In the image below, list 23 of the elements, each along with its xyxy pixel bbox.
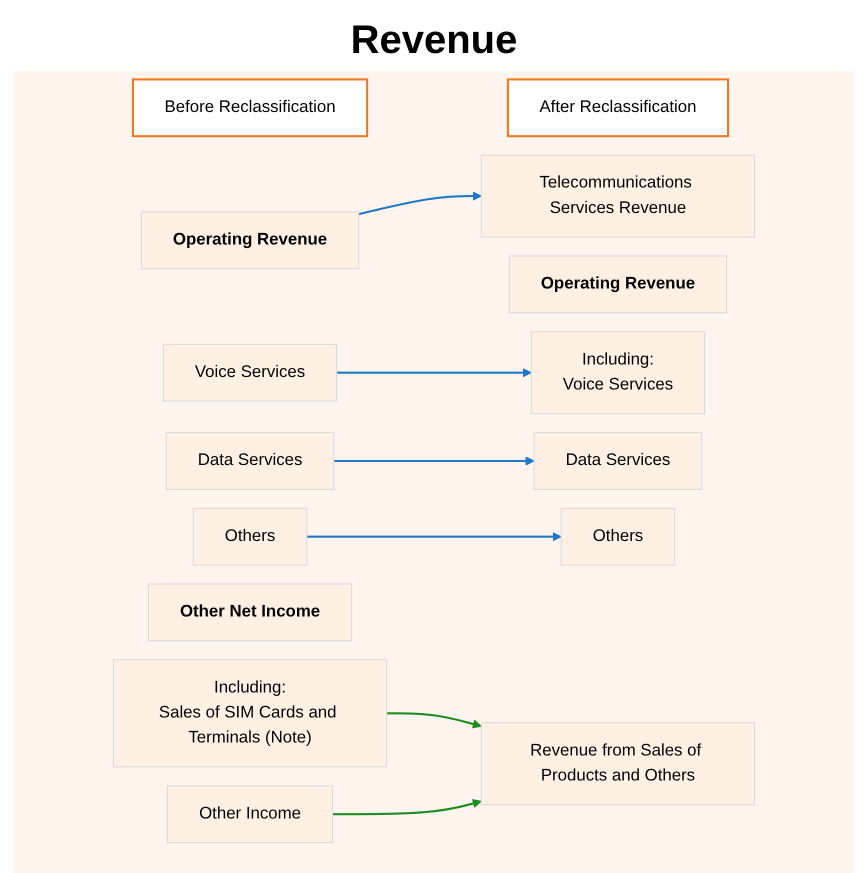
arrow bbox=[332, 798, 482, 816]
node-box bbox=[506, 78, 730, 138]
node-box bbox=[534, 432, 702, 490]
node-box bbox=[192, 508, 308, 566]
node-box bbox=[132, 78, 368, 138]
arrow bbox=[386, 712, 482, 729]
arrow bbox=[306, 532, 562, 542]
node-box bbox=[560, 508, 676, 566]
node-box bbox=[162, 344, 338, 402]
node-box bbox=[148, 583, 352, 642]
node-box bbox=[508, 255, 728, 314]
diagram-title: Revenue bbox=[350, 18, 518, 63]
node-box bbox=[112, 659, 388, 768]
arrow bbox=[334, 456, 534, 466]
node-box bbox=[166, 432, 334, 490]
node-box bbox=[480, 154, 756, 238]
node-box bbox=[480, 722, 756, 806]
arrow bbox=[358, 191, 482, 216]
node-box bbox=[167, 785, 334, 844]
diagram: Before Reclassification After Reclassification Operating Revenue Operating Revenue Voice Services Telecommunications Services Revenue Data Services Including: Voice Services Others Data Services Others Other Net Income Revenue from Sales of Products and Others Including: Sales of SIM Cards and Terminals (Note) Other Income bbox=[14, 71, 854, 851]
node-box bbox=[530, 331, 706, 414]
arrow bbox=[336, 368, 532, 378]
node-box bbox=[140, 211, 360, 270]
